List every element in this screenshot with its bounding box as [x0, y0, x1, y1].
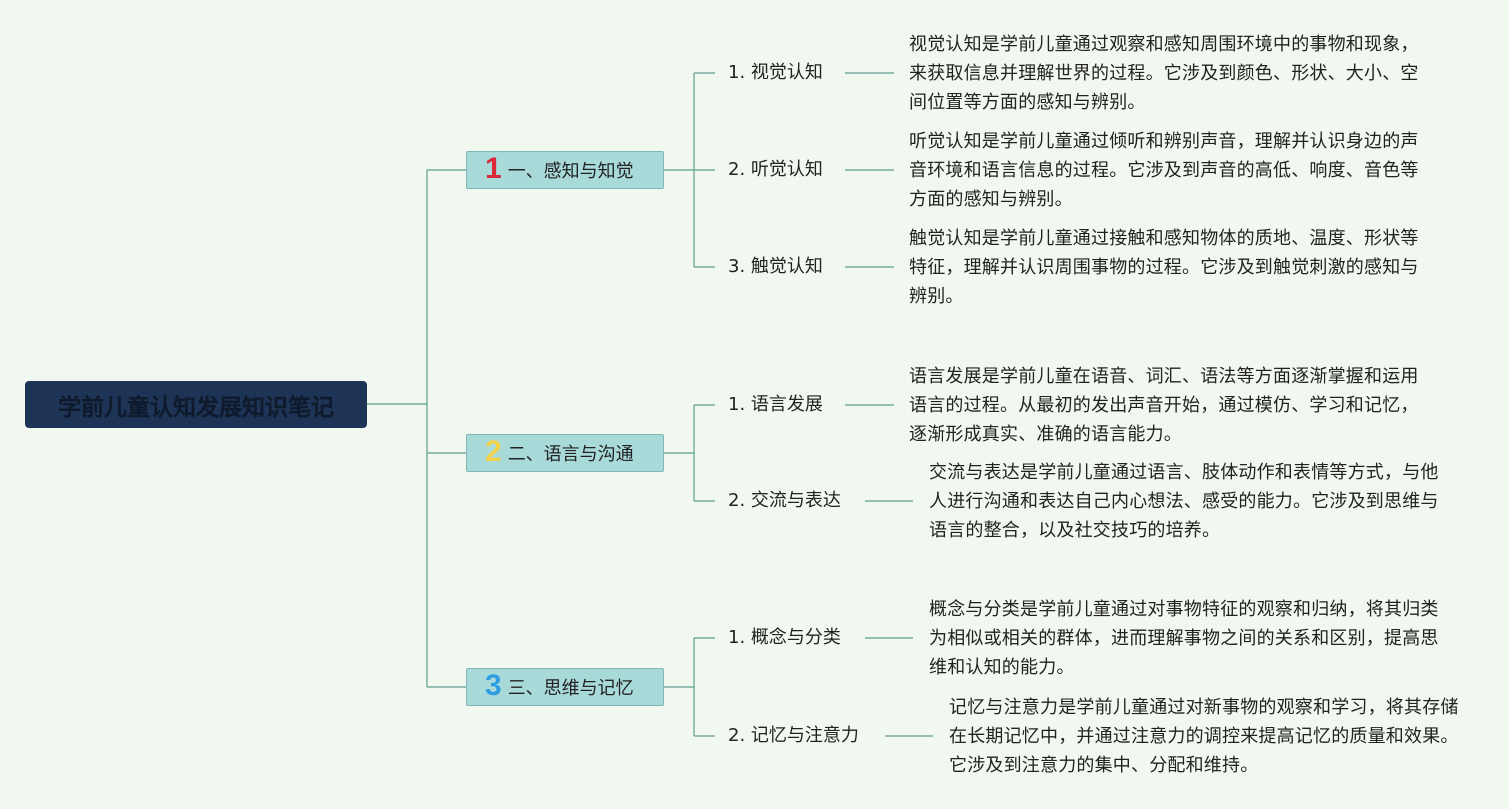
topic-description: 听觉认知是学前儿童通过倾听和辨别声音，理解并认识身边的声音环境和语言信息的过程。… — [909, 131, 1419, 210]
topic-visual-cognition[interactable]: 1. 视觉认知 — [728, 62, 823, 83]
topic-concept-classification[interactable]: 1. 概念与分类 — [728, 627, 841, 648]
section-number-badge: 3 — [485, 669, 502, 702]
root-title: 学前儿童认知发展知识笔记 — [58, 394, 334, 421]
topic-language-development[interactable]: 1. 语言发展 — [728, 394, 823, 415]
topic-description: 概念与分类是学前儿童通过对事物特征的观察和归纳，将其归类为相似或相关的群体，进而… — [929, 599, 1439, 678]
section-label: 二、语言与沟通 — [507, 444, 634, 465]
section-number-badge: 1 — [485, 152, 502, 185]
topic-communication-expression[interactable]: 2. 交流与表达 — [728, 490, 841, 511]
topic-auditory-cognition[interactable]: 2. 听觉认知 — [728, 159, 823, 180]
section-node-thinking-memory[interactable]: 3 三、思维与记忆 — [466, 668, 664, 706]
root-node[interactable]: 学前儿童认知发展知识笔记 — [25, 381, 367, 428]
topic-description: 视觉认知是学前儿童通过观察和感知周围环境中的事物和现象，来获取信息并理解世界的过… — [909, 34, 1419, 113]
topic-description: 触觉认知是学前儿童通过接触和感知物体的质地、温度、形状等特征，理解并认识周围事物… — [909, 228, 1419, 307]
section-label: 一、感知与知觉 — [507, 161, 634, 182]
section-number-badge: 2 — [485, 435, 502, 468]
topic-description: 记忆与注意力是学前儿童通过对新事物的观察和学习，将其存储在长期记忆中，并通过注意… — [949, 697, 1459, 776]
topic-memory-attention[interactable]: 2. 记忆与注意力 — [728, 725, 859, 746]
section-node-language[interactable]: 2 二、语言与沟通 — [466, 434, 664, 472]
topic-description: 语言发展是学前儿童在语音、词汇、语法等方面逐渐掌握和运用语言的过程。从最初的发出… — [909, 366, 1419, 445]
topic-tactile-cognition[interactable]: 3. 触觉认知 — [728, 256, 823, 277]
section-node-perception[interactable]: 1 一、感知与知觉 — [466, 151, 664, 189]
section-label: 三、思维与记忆 — [507, 678, 634, 699]
topic-description: 交流与表达是学前儿童通过语言、肢体动作和表情等方式，与他人进行沟通和表达自己内心… — [929, 462, 1439, 541]
